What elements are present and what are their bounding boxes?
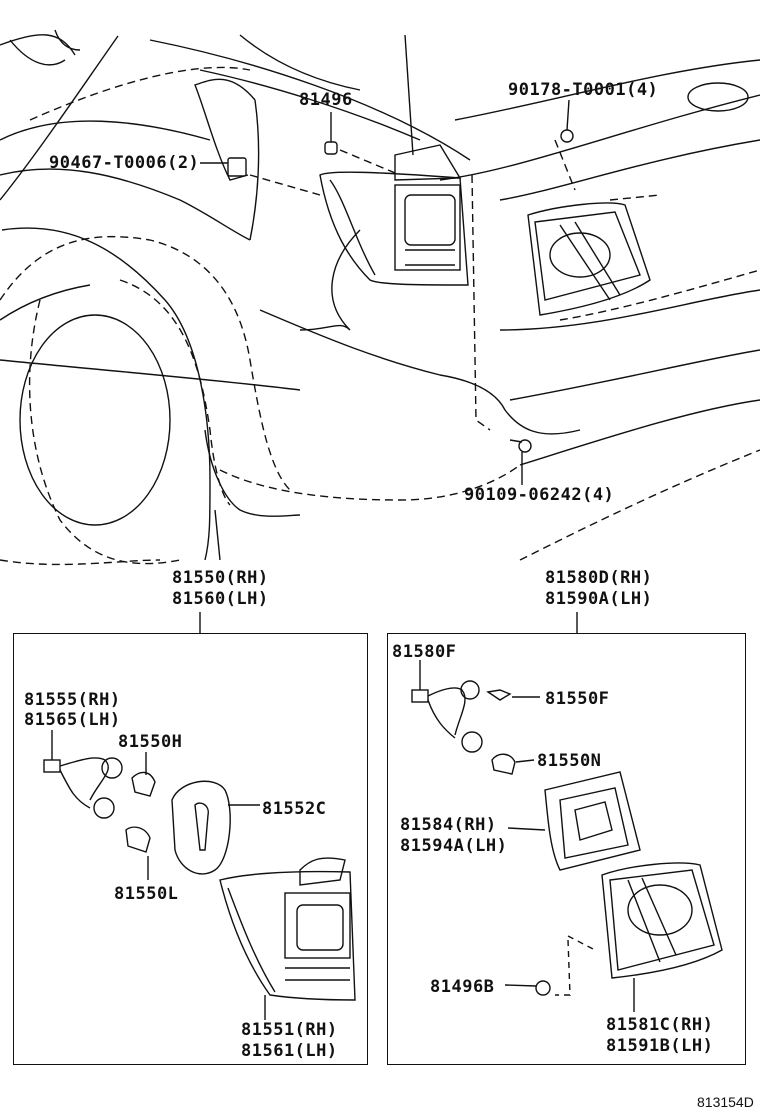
label-clip: 81496B bbox=[430, 977, 495, 997]
body-fasteners bbox=[200, 34, 574, 485]
label-socket-rh: 81555(RH) bbox=[24, 690, 121, 710]
label-socket-f: 81580F bbox=[392, 642, 457, 662]
label-90467: 90467-T0006(2) bbox=[49, 153, 200, 173]
label-bulb-n: 81550N bbox=[537, 751, 602, 771]
label-bulb-h: 81550H bbox=[118, 732, 183, 752]
right-assembly-panel bbox=[387, 633, 746, 1065]
label-gasket-lh: 81594A(LH) bbox=[400, 836, 508, 856]
right-panel-parts bbox=[411, 660, 723, 1012]
label-lens-rh-right: 81581C(RH) bbox=[606, 1015, 714, 1035]
label-lens-lh: 81561(LH) bbox=[241, 1041, 338, 1061]
assembly-leaders bbox=[199, 612, 578, 633]
label-bulb-f: 81550F bbox=[545, 689, 610, 709]
vehicle-body-outline bbox=[0, 29, 760, 561]
diagram-reference-code: 813154D bbox=[697, 1094, 754, 1110]
left-assembly-panel bbox=[13, 633, 368, 1065]
right-panel-dashed bbox=[555, 935, 596, 996]
label-lens-lh-right: 81591B(LH) bbox=[606, 1036, 714, 1056]
label-socket-lh: 81565(LH) bbox=[24, 710, 121, 730]
left-panel-parts bbox=[43, 730, 356, 1020]
label-gasket: 81552C bbox=[262, 799, 327, 819]
label-90109: 90109-06242(4) bbox=[464, 485, 615, 505]
label-81496: 81496 bbox=[299, 90, 353, 110]
vehicle-dashed-lines bbox=[0, 66, 760, 566]
label-lens-rh: 81551(RH) bbox=[241, 1020, 338, 1040]
label-90178: 90178-T0001(4) bbox=[508, 80, 659, 100]
right-assembly-title-lh: 81590A(LH) bbox=[545, 589, 653, 609]
label-bulb-l: 81550L bbox=[114, 884, 179, 904]
right-assembly-title-rh: 81580D(RH) bbox=[545, 568, 653, 588]
left-assembly-title-rh: 81550(RH) bbox=[172, 568, 269, 588]
vehicle-back-lamp bbox=[527, 202, 651, 316]
label-gasket-rh: 81584(RH) bbox=[400, 815, 497, 835]
vehicle-tail-lamp bbox=[319, 144, 469, 286]
left-assembly-title-lh: 81560(LH) bbox=[172, 589, 269, 609]
wheel-outline bbox=[19, 314, 301, 561]
